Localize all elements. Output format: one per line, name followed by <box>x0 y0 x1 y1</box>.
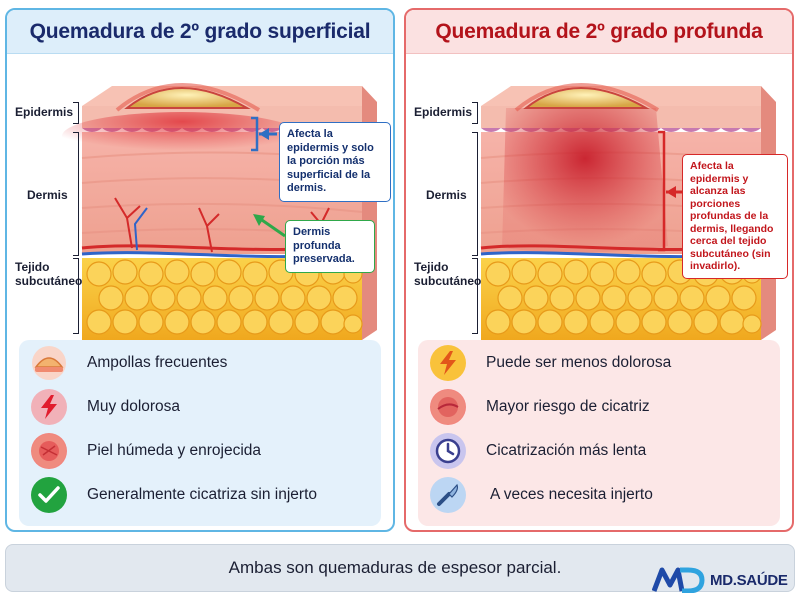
feature-row: Cicatrización más lenta <box>430 431 646 471</box>
brand-wordmark: MD.SAÚDE <box>710 571 788 589</box>
red-skin-icon <box>31 433 67 469</box>
panel-title: Quemadura de 2º grado profunda <box>406 10 792 54</box>
feature-label: A veces necesita injerto <box>490 486 653 503</box>
feature-label: Ampollas frecuentes <box>87 354 228 371</box>
scar-icon <box>430 389 466 425</box>
features-box: Ampollas frecuentes Muy dolorosa Piel hú… <box>19 340 381 526</box>
brand-logo: MD.SAÚDE <box>652 567 788 593</box>
superficial-burn-panel: Quemadura de 2º grado superficial <box>5 8 395 532</box>
feature-label: Cicatrización más lenta <box>486 442 647 459</box>
deep-dermis-preserved-callout: Dermis profunda preservada. <box>285 220 375 273</box>
skin-diagram-superficial: Epidermis Dermis Tejido subcutáneo Afect… <box>7 58 393 344</box>
feature-label: Puede ser menos dolorosa <box>486 354 672 371</box>
feature-row: Piel húmeda y enrojecida <box>31 431 261 471</box>
panel-title: Quemadura de 2º grado superficial <box>7 10 393 54</box>
feature-row: A veces necesita injerto <box>430 475 653 515</box>
lightning-icon <box>430 345 466 381</box>
subcutaneous-label: Tejido subcutáneo <box>15 260 83 288</box>
feature-label: Muy dolorosa <box>87 398 181 415</box>
epidermis-bracket <box>472 102 478 124</box>
feature-label: Mayor riesgo de cicatriz <box>486 398 650 415</box>
deep-depth-callout: Afecta la epidermis y alcanza las porcio… <box>682 154 788 279</box>
summary-text: Ambas son quemaduras de espesor parcial. <box>228 558 562 577</box>
scalpel-icon <box>430 477 466 513</box>
epidermis-label: Epidermis <box>414 105 473 119</box>
feature-row: Muy dolorosa <box>31 387 180 427</box>
md-logo-mark <box>652 567 705 593</box>
subcutaneous-bracket <box>472 258 478 334</box>
feature-label: Generalmente cicatriza sin injerto <box>87 486 318 503</box>
feature-row: Ampollas frecuentes <box>31 343 227 383</box>
dermis-bracket <box>472 132 478 256</box>
epidermis-label: Epidermis <box>15 105 74 119</box>
feature-row: Puede ser menos dolorosa <box>430 343 671 383</box>
skin-diagram-deep: Epidermis Dermis Tejido subcutáneo Afect… <box>406 58 792 344</box>
lightning-icon <box>31 389 67 425</box>
clock-icon <box>430 433 466 469</box>
dermis-label: Dermis <box>27 188 68 202</box>
blister-icon <box>31 345 67 381</box>
features-box: Puede ser menos dolorosa Mayor riesgo de… <box>418 340 780 526</box>
subcutaneous-label: Tejido subcutáneo <box>414 260 482 288</box>
feature-row: Generalmente cicatriza sin injerto <box>31 475 317 515</box>
feature-label: Piel húmeda y enrojecida <box>87 442 262 459</box>
dermis-label: Dermis <box>426 188 467 202</box>
feature-row: Mayor riesgo de cicatriz <box>430 387 650 427</box>
epidermis-bracket <box>73 102 79 124</box>
deep-burn-panel: Quemadura de 2º grado profunda <box>404 8 794 532</box>
superficial-depth-callout: Afecta la epidermis y solo la porción má… <box>279 122 391 202</box>
dermis-bracket <box>73 132 79 256</box>
check-icon <box>31 477 67 513</box>
subcutaneous-bracket <box>73 258 79 334</box>
